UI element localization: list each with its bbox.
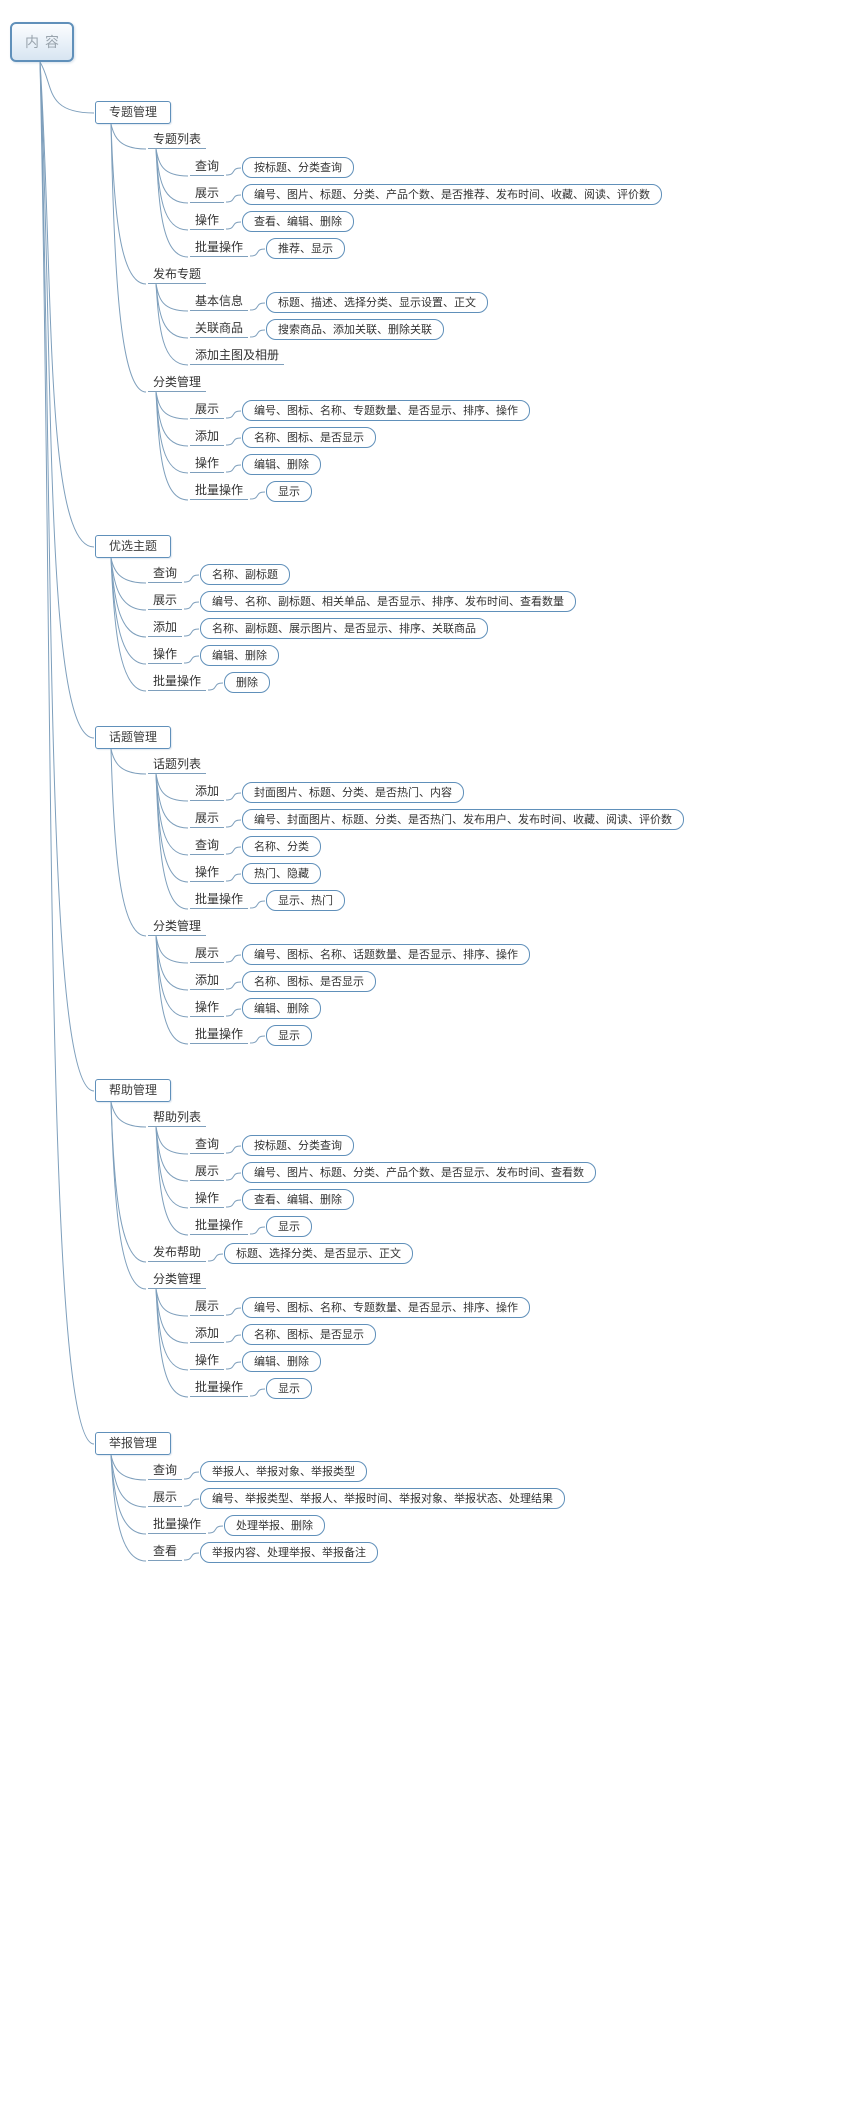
mindmap-subtopic[interactable]: 操作: [190, 1352, 225, 1370]
mindmap-detail-topic[interactable]: 搜索商品、添加关联、删除关联: [266, 319, 444, 340]
mindmap-detail-topic[interactable]: 名称、副标题、展示图片、是否显示、排序、关联商品: [200, 618, 488, 639]
mindmap-detail-topic[interactable]: 封面图片、标题、分类、是否热门、内容: [242, 782, 464, 803]
mindmap-subtopic[interactable]: 关联商品: [190, 320, 249, 338]
mindmap-detail-topic[interactable]: 编辑、删除: [242, 998, 321, 1019]
mindmap-subtopic[interactable]: 批量操作: [190, 891, 249, 909]
mindmap-subtopic[interactable]: 查看: [148, 1543, 183, 1561]
mindmap-topic[interactable]: 话题管理: [95, 726, 172, 749]
mindmap-subtopic[interactable]: 操作: [190, 1190, 225, 1208]
mindmap-detail-topic[interactable]: 名称、副标题: [200, 564, 290, 585]
mindmap-detail-topic[interactable]: 显示: [266, 481, 312, 502]
mindmap-detail-topic[interactable]: 举报内容、处理举报、举报备注: [200, 1542, 378, 1563]
mindmap-subtopic[interactable]: 批量操作: [190, 1379, 249, 1397]
mindmap-subtopic[interactable]: 展示: [190, 1163, 225, 1181]
mindmap-subtopic[interactable]: 展示: [190, 401, 225, 419]
mindmap-detail-topic[interactable]: 名称、分类: [242, 836, 321, 857]
mindmap-subtopic[interactable]: 操作: [190, 212, 225, 230]
mindmap-subtopic[interactable]: 批量操作: [148, 1516, 207, 1534]
mindmap-subtopic[interactable]: 查询: [190, 158, 225, 176]
mindmap-detail-topic[interactable]: 编号、名称、副标题、相关单品、是否显示、排序、发布时间、查看数量: [200, 591, 576, 612]
mindmap-subtopic[interactable]: 话题列表: [148, 756, 207, 774]
mindmap-detail-topic[interactable]: 编辑、删除: [242, 1351, 321, 1372]
mindmap-detail-topic[interactable]: 显示、热门: [266, 890, 345, 911]
mindmap-subtopic[interactable]: 查询: [190, 1136, 225, 1154]
mindmap-subtopic[interactable]: 添加: [190, 1325, 225, 1343]
mindmap-subtopic[interactable]: 添加: [148, 619, 183, 637]
mindmap-detail-topic[interactable]: 标题、描述、选择分类、显示设置、正文: [266, 292, 488, 313]
mindmap-subtopic[interactable]: 分类管理: [148, 374, 207, 392]
mindmap-detail-topic[interactable]: 编号、封面图片、标题、分类、是否热门、发布用户、发布时间、收藏、阅读、评价数: [242, 809, 684, 830]
mindmap-subtopic[interactable]: 操作: [190, 455, 225, 473]
mindmap-subtopic[interactable]: 展示: [190, 810, 225, 828]
mindmap-detail-topic[interactable]: 推荐、显示: [266, 238, 345, 259]
mindmap-detail-topic[interactable]: 编辑、删除: [200, 645, 279, 666]
mindmap-detail-topic[interactable]: 编号、图标、名称、专题数量、是否显示、排序、操作: [242, 400, 530, 421]
mindmap-subtopic[interactable]: 展示: [190, 185, 225, 203]
mindmap-subtopic[interactable]: 展示: [148, 1489, 183, 1507]
mindmap-detail-topic[interactable]: 显示: [266, 1378, 312, 1399]
mindmap-detail-topic[interactable]: 名称、图标、是否显示: [242, 427, 376, 448]
mindmap-subtopic[interactable]: 展示: [190, 945, 225, 963]
mindmap-topic[interactable]: 专题管理: [95, 101, 172, 124]
mindmap-subtopic[interactable]: 展示: [148, 592, 183, 610]
mindmap-subtopic[interactable]: 添加: [190, 783, 225, 801]
mindmap-detail-topic[interactable]: 热门、隐藏: [242, 863, 321, 884]
mindmap-subtopic[interactable]: 添加: [190, 428, 225, 446]
mindmap-subtopic[interactable]: 批量操作: [190, 1217, 249, 1235]
mindmap-detail-topic[interactable]: 标题、选择分类、是否显示、正文: [224, 1243, 413, 1264]
mindmap-detail-topic[interactable]: 名称、图标、是否显示: [242, 1324, 376, 1345]
mindmap-detail-topic[interactable]: 按标题、分类查询: [242, 157, 354, 178]
mindmap-detail-topic[interactable]: 按标题、分类查询: [242, 1135, 354, 1156]
mindmap-subtopic[interactable]: 查询: [148, 1462, 183, 1480]
mindmap-subtopic[interactable]: 操作: [148, 646, 183, 664]
mindmap-detail-topic[interactable]: 删除: [224, 672, 270, 693]
mindmap-detail-topic[interactable]: 显示: [266, 1025, 312, 1046]
mindmap-subtopic[interactable]: 分类管理: [148, 1271, 207, 1289]
mindmap-subtopic[interactable]: 查询: [148, 565, 183, 583]
mindmap-detail-topic[interactable]: 编号、图标、名称、专题数量、是否显示、排序、操作: [242, 1297, 530, 1318]
mindmap-subtopic[interactable]: 批量操作: [190, 1026, 249, 1044]
mindmap-subtopic[interactable]: 查询: [190, 837, 225, 855]
mindmap-detail-topic[interactable]: 编号、图片、标题、分类、产品个数、是否推荐、发布时间、收藏、阅读、评价数: [242, 184, 662, 205]
mindmap-detail-topic[interactable]: 编号、图标、名称、话题数量、是否显示、排序、操作: [242, 944, 530, 965]
mindmap-detail-topic[interactable]: 编号、图片、标题、分类、产品个数、是否显示、发布时间、查看数: [242, 1162, 596, 1183]
mindmap-detail-topic[interactable]: 处理举报、删除: [224, 1515, 325, 1536]
mindmap-subtopic[interactable]: 操作: [190, 999, 225, 1017]
mindmap-subtopic[interactable]: 分类管理: [148, 918, 207, 936]
mindmap-subtopic[interactable]: 专题列表: [148, 131, 207, 149]
mindmap-subtopic[interactable]: 批量操作: [190, 482, 249, 500]
mindmap-topic[interactable]: 优选主题: [95, 535, 172, 558]
mindmap-topic[interactable]: 举报管理: [95, 1432, 172, 1455]
mindmap-subtopic[interactable]: 操作: [190, 864, 225, 882]
mindmap-subtopic[interactable]: 基本信息: [190, 293, 249, 311]
mindmap-detail-topic[interactable]: 编号、举报类型、举报人、举报时间、举报对象、举报状态、处理结果: [200, 1488, 565, 1509]
mindmap-detail-topic[interactable]: 显示: [266, 1216, 312, 1237]
mindmap-root-topic[interactable]: 内容: [10, 22, 74, 62]
mindmap-subtopic[interactable]: 批量操作: [190, 239, 249, 257]
mindmap-topic[interactable]: 帮助管理: [95, 1079, 172, 1102]
mindmap-subtopic[interactable]: 添加主图及相册: [190, 347, 285, 365]
mindmap-detail-topic[interactable]: 名称、图标、是否显示: [242, 971, 376, 992]
mindmap-subtopic[interactable]: 发布帮助: [148, 1244, 207, 1262]
mindmap-subtopic[interactable]: 添加: [190, 972, 225, 990]
mindmap-subtopic[interactable]: 展示: [190, 1298, 225, 1316]
mindmap-detail-topic[interactable]: 编辑、删除: [242, 454, 321, 475]
mindmap-detail-topic[interactable]: 举报人、举报对象、举报类型: [200, 1461, 367, 1482]
mindmap-subtopic[interactable]: 帮助列表: [148, 1109, 207, 1127]
mindmap-subtopic[interactable]: 批量操作: [148, 673, 207, 691]
mindmap-subtopic[interactable]: 发布专题: [148, 266, 207, 284]
mindmap-detail-topic[interactable]: 查看、编辑、删除: [242, 1189, 354, 1210]
mindmap-detail-topic[interactable]: 查看、编辑、删除: [242, 211, 354, 232]
